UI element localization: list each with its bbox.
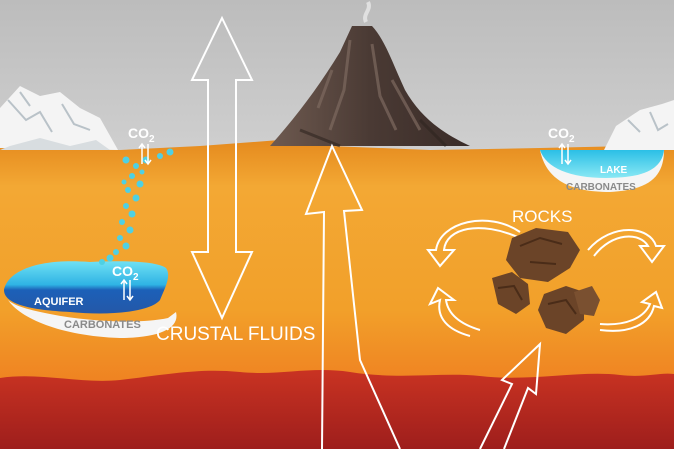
carbonates-right-label: CARBONATES: [566, 182, 636, 193]
co2-lake-label: CO2: [548, 125, 575, 166]
rocks-cluster: [492, 228, 600, 334]
aquifer-label: AQUIFER: [34, 296, 84, 308]
svg-text:CO2: CO2: [548, 125, 575, 145]
co2-exchange-arrows-icon: [138, 142, 152, 166]
crust-layer: [0, 140, 674, 449]
rocks-label: ROCKS: [512, 207, 572, 226]
mantle-layer: [0, 370, 674, 449]
right-mountain: [604, 100, 674, 150]
volcano: [270, 1, 470, 148]
rock-cycle-arrows: [426, 219, 666, 337]
rock-upwelling-arrow: [479, 341, 542, 449]
co2-lower-left-label: CO2: [112, 263, 139, 302]
co2-exchange-arrows-icon: [558, 142, 572, 166]
lake-label: LAKE: [600, 165, 628, 176]
co2-exchange-arrows-icon: [120, 278, 134, 302]
crustal-fluids-label: CRUSTAL FLUIDS: [156, 324, 315, 345]
svg-text:CO2: CO2: [112, 263, 139, 283]
svg-text:CO2: CO2: [128, 125, 155, 145]
co2-upper-left-label: CO2: [128, 125, 155, 166]
magma-rising-arrow: [304, 143, 401, 449]
carbonates-left-label: CARBONATES: [64, 319, 141, 331]
aquifer-pool: [4, 261, 177, 338]
crustal-fluids-double-arrow: [190, 15, 254, 321]
left-mountain: [0, 86, 118, 150]
